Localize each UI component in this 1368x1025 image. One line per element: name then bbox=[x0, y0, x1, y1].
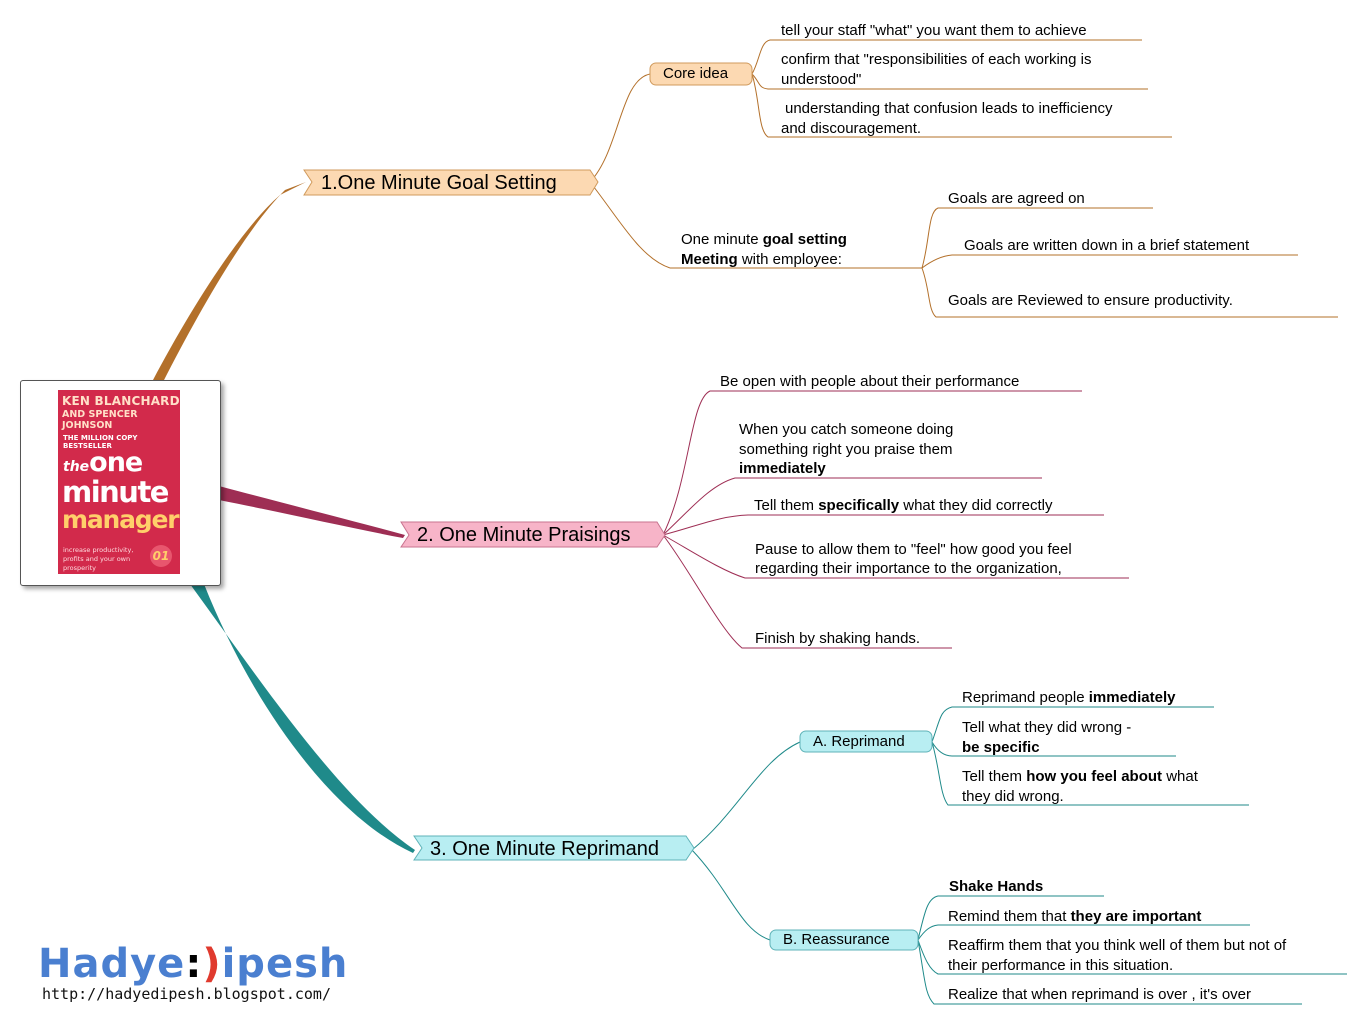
reprimand-a-item-3-post: what bbox=[1162, 768, 1198, 785]
goal-meeting-pre: One minute bbox=[681, 231, 763, 248]
goal-connectors bbox=[589, 39, 1338, 318]
praisings-topic[interactable]: 2. One Minute Praisings bbox=[417, 524, 631, 546]
book-title-the: the bbox=[63, 459, 90, 475]
reprimand-a-node-shape bbox=[799, 730, 933, 753]
book-author-line-1: KEN BLANCHARD bbox=[62, 394, 180, 408]
reassurance-b-node[interactable]: B. Reassurance bbox=[783, 931, 890, 948]
book-subtitle: increase productivity, profits and your … bbox=[63, 546, 134, 572]
reprimand-a-item-2-line-1: Tell what they did wrong - bbox=[962, 719, 1132, 736]
book-bestseller-tag: THE MILLION COPY BESTSELLER bbox=[63, 434, 138, 450]
praise-item-2-line-2: something right you praise them bbox=[739, 441, 953, 458]
reprimand-connectors bbox=[691, 706, 1347, 1005]
reprimand-a-item-1-bold: immediately bbox=[1088, 689, 1176, 706]
book-cover-image: KEN BLANCHARD AND SPENCER JOHNSON THE MI… bbox=[58, 390, 180, 574]
goal-meeting-bold-1: goal setting bbox=[762, 231, 847, 248]
praise-item-4-line-1: Pause to allow them to "feel" how good y… bbox=[755, 541, 1072, 558]
reprimand-a-item-3-line-1: Tell them how you feel about what bbox=[962, 767, 1198, 787]
core-idea-item-1: tell your staff "what" you want them to … bbox=[781, 22, 1087, 39]
goal-meeting-post: with employee: bbox=[737, 251, 842, 268]
core-idea-node-shape bbox=[649, 62, 753, 86]
praise-item-4-line-2: regarding their importance to the organi… bbox=[755, 560, 1062, 577]
reassurance-item-1-bold: Shake Hands bbox=[949, 878, 1044, 895]
reassurance-item-1: Shake Hands bbox=[949, 877, 1043, 897]
reprimand-topic[interactable]: 3. One Minute Reprimand bbox=[430, 838, 660, 860]
reprimand-a-item-1-pre: Reprimand people bbox=[962, 689, 1089, 706]
praise-item-5: Finish by shaking hands. bbox=[755, 630, 921, 647]
praise-item-3-pre: Tell them bbox=[754, 497, 819, 514]
reassurance-item-2: Remind them that they are important bbox=[948, 907, 1201, 927]
book-title-manager: manager bbox=[62, 505, 180, 534]
watermark-name-left: Hadye bbox=[38, 941, 186, 987]
watermark-name-right: ipesh bbox=[221, 941, 349, 987]
reassurance-item-3-line-1: Reaffirm them that you think well of the… bbox=[948, 937, 1287, 954]
reprimand-a-item-3-pre: Tell them bbox=[962, 768, 1027, 785]
reassurance-b-node-shape bbox=[769, 929, 919, 951]
core-idea-item-2-line-1: confirm that "responsibilities of each w… bbox=[781, 51, 1092, 68]
praise-item-2-line-3: immediately bbox=[739, 459, 826, 479]
watermark-logo: Hadye:)ipesh bbox=[38, 942, 348, 986]
branch-connector-praise bbox=[219, 486, 405, 538]
goal-meeting-bold-2: Meeting bbox=[681, 251, 738, 268]
publisher-logo-icon: 01 bbox=[150, 545, 172, 567]
book-author-line-2: AND SPENCER JOHNSON bbox=[62, 409, 138, 431]
praise-item-2-bold: immediately bbox=[739, 460, 826, 477]
goal-meeting-item-3: Goals are Reviewed to ensure productivit… bbox=[948, 292, 1233, 309]
reassurance-item-3-line-2: their performance in this situation. bbox=[948, 957, 1174, 974]
branch-connector-goal bbox=[153, 182, 306, 382]
watermark-smile-colon: : bbox=[185, 941, 203, 987]
goal-meeting-node-line-2: Meeting with employee: bbox=[681, 250, 842, 270]
reprimand-a-item-2-bold: be specific bbox=[962, 739, 1040, 756]
praise-item-3-bold: specifically bbox=[818, 497, 900, 514]
praise-item-1: Be open with people about their performa… bbox=[720, 373, 1020, 390]
reprimand-a-item-3-line-2: they did wrong. bbox=[962, 788, 1064, 805]
book-title-one: theone bbox=[63, 447, 143, 482]
praise-item-2-line-1: When you catch someone doing bbox=[739, 421, 954, 438]
reprimand-a-node[interactable]: A. Reprimand bbox=[813, 733, 905, 750]
core-idea-item-3-line-2: and discouragement. bbox=[781, 120, 922, 137]
reassurance-item-2-bold: they are important bbox=[1070, 908, 1202, 925]
goal-meeting-node[interactable]: One minute goal setting bbox=[681, 230, 847, 250]
reprimand-a-item-2-line-2: be specific bbox=[962, 738, 1040, 758]
watermark-url: http://hadyedipesh.blogspot.com/ bbox=[42, 985, 331, 1003]
core-idea-node[interactable]: Core idea bbox=[663, 65, 729, 82]
core-idea-item-3-line-1: understanding that confusion leads to in… bbox=[785, 100, 1113, 117]
reassurance-item-2-pre: Remind them that bbox=[948, 908, 1071, 925]
watermark-smile-paren: ) bbox=[202, 941, 222, 987]
goal-node-shape bbox=[303, 169, 599, 196]
goal-setting-topic[interactable]: 1.One Minute Goal Setting bbox=[321, 172, 557, 194]
praise-connectors bbox=[662, 390, 1129, 649]
core-idea-item-2-line-2: understood" bbox=[781, 71, 862, 88]
reprimand-a-item-3-bold: how you feel about bbox=[1026, 768, 1163, 785]
goal-meeting-item-2: Goals are written down in a brief statem… bbox=[964, 237, 1250, 254]
reprimand-a-item-1: Reprimand people immediately bbox=[962, 688, 1175, 708]
praise-item-3: Tell them specifically what they did cor… bbox=[754, 496, 1053, 516]
book-title-minute: minute bbox=[62, 475, 169, 509]
praise-node-shape bbox=[400, 521, 666, 548]
book-title-one-word: one bbox=[89, 447, 143, 478]
reprimand-node-shape bbox=[413, 835, 695, 861]
reassurance-item-4: Realize that when reprimand is over , it… bbox=[948, 986, 1251, 1003]
goal-meeting-item-1: Goals are agreed on bbox=[948, 190, 1085, 207]
branch-connector-reprimand bbox=[190, 584, 415, 853]
praise-item-3-post: what they did correctly bbox=[899, 497, 1053, 514]
